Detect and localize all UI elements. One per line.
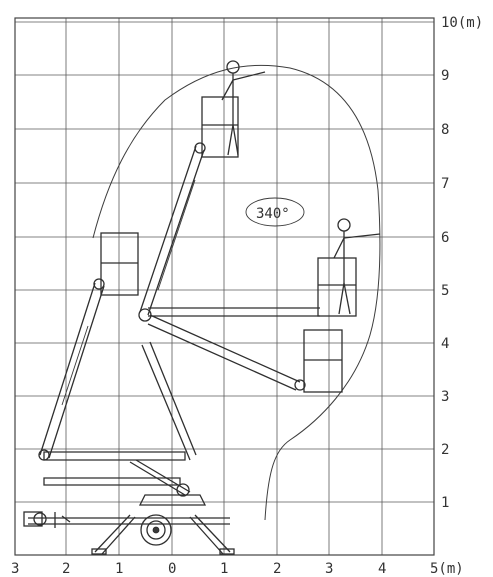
boom-position-b [138, 96, 239, 461]
y-tick-label: 5 [441, 283, 449, 299]
x-tick-label: 3 [325, 561, 333, 577]
y-axis-labels: 1 2 3 4 5 6 7 8 9 10(m) [441, 15, 483, 511]
basket-a [100, 232, 139, 296]
y-tick-label: 1 [441, 495, 449, 511]
boom-position-c [148, 257, 357, 317]
grid-frame [14, 17, 435, 556]
rotation-label: 340° [256, 206, 290, 222]
lower-boom [43, 451, 191, 496]
y-tick-label: 3 [441, 389, 449, 405]
y-tick-label: 8 [441, 122, 449, 138]
x-tick-label: 4 [378, 561, 386, 577]
working-envelope-curve [92, 64, 381, 521]
lift-machine [23, 60, 381, 555]
x-tick-label: 1 [115, 561, 123, 577]
operator-top [221, 60, 266, 156]
y-tick-label: 10(m) [441, 15, 483, 31]
y-tick-label: 2 [441, 442, 449, 458]
y-tick-label: 4 [441, 336, 449, 352]
rotation-ellipse [245, 197, 305, 227]
y-tick-label: 9 [441, 68, 449, 84]
y-tick-label: 7 [441, 176, 449, 192]
basket-b [201, 96, 239, 158]
y-tick-label: 6 [441, 230, 449, 246]
x-tick-label: 0 [168, 561, 176, 577]
grid [14, 18, 435, 556]
rotation-annotation: 340° [245, 197, 305, 227]
wheel [140, 514, 172, 546]
x-tick-label: 2 [273, 561, 281, 577]
x-tick-label: 3 [11, 561, 19, 577]
x-tick-label: 1 [220, 561, 228, 577]
boom-position-d [147, 314, 343, 393]
machine-chassis [23, 483, 235, 555]
x-tick-label: 2 [62, 561, 70, 577]
x-axis-labels: 3 2 1 0 1 2 3 4 5(m) [11, 561, 464, 577]
basket-c [317, 257, 357, 317]
operator-right [333, 218, 381, 315]
basket-d [303, 329, 343, 393]
boom-position-a [38, 232, 139, 461]
x-tick-label: 5(m) [430, 561, 464, 577]
